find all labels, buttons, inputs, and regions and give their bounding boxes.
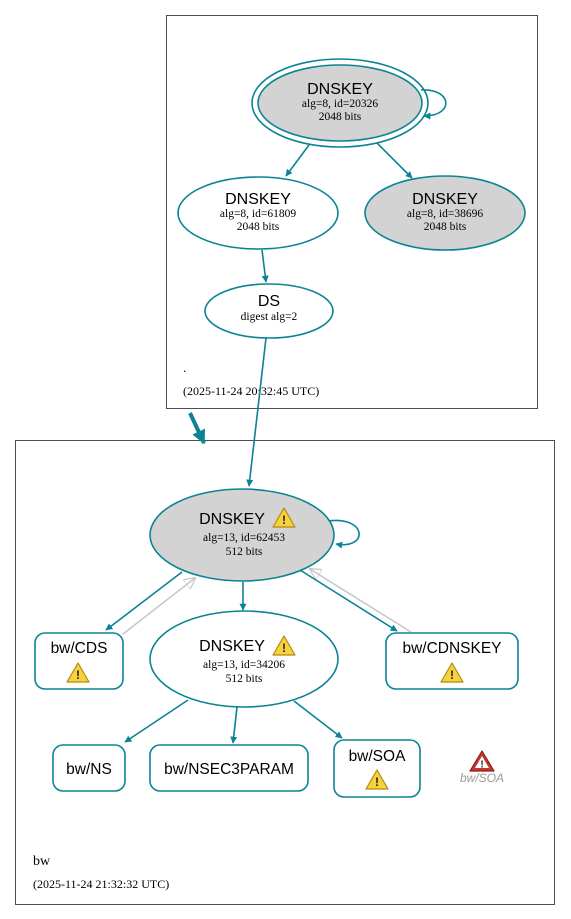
root-ksk-node-outer bbox=[251, 58, 429, 148]
bw-nsec3param-label: bw/NSEC3PARAM bbox=[164, 761, 294, 778]
bw-cds-node[interactable] bbox=[34, 632, 124, 690]
root-zone-name: . bbox=[183, 360, 186, 375]
root-zsk2-bits: 2048 bits bbox=[424, 221, 467, 233]
root-ksk-title: DNSKEY bbox=[307, 81, 373, 98]
root-ds-node[interactable] bbox=[204, 283, 334, 339]
root-zone-box bbox=[166, 15, 538, 409]
root-zsk1-title: DNSKEY bbox=[225, 191, 291, 208]
bw-zone-box bbox=[15, 440, 555, 905]
bw-cdnskey-node[interactable] bbox=[385, 632, 519, 690]
bw-ksk-title: DNSKEY bbox=[199, 511, 265, 528]
bw-soa-label: bw/SOA bbox=[349, 748, 407, 765]
bw-cds-label: bw/CDS bbox=[51, 640, 108, 657]
edge-bw-ksk-to-cdnskey bbox=[299, 569, 398, 632]
edge-bw-zsk-to-nsec3param bbox=[230, 706, 238, 744]
root-zsk2-id: alg=8, id=38696 bbox=[407, 208, 483, 220]
bw-ns-node[interactable] bbox=[52, 744, 126, 792]
bw-zsk-bits: 512 bits bbox=[226, 673, 263, 685]
edge-ds-to-bw-ksk bbox=[246, 337, 267, 487]
bw-ns-label: bw/NS bbox=[66, 761, 112, 778]
edge-bw-zsk-to-soa bbox=[293, 700, 343, 739]
bw-soa-node[interactable] bbox=[333, 739, 421, 798]
root-ds-digest: digest alg=2 bbox=[241, 311, 298, 323]
bw-ksk-bits: 512 bits bbox=[226, 546, 263, 558]
edge-root-ksk-to-zsk1 bbox=[285, 144, 310, 177]
edge-cds-to-bw-ksk bbox=[122, 578, 195, 635]
bw-ksk-self-loop bbox=[327, 519, 360, 549]
bw-ksk-id: alg=13, id=62453 bbox=[203, 532, 285, 544]
root-ksk-node[interactable] bbox=[257, 64, 423, 142]
bw-soa-error-label: bw/SOA bbox=[460, 771, 504, 785]
root-zsk1-node[interactable] bbox=[177, 176, 339, 250]
edge-root-ksk-to-zsk2 bbox=[376, 142, 413, 179]
root-ksk-id: alg=8, id=20326 bbox=[302, 98, 378, 110]
bw-ksk-node[interactable] bbox=[149, 488, 335, 582]
svg-text:!: ! bbox=[480, 760, 483, 771]
bw-cdnskey-label: bw/CDNSKEY bbox=[402, 640, 501, 657]
root-ksk-self-loop bbox=[420, 89, 447, 120]
edge-root-zsk1-to-ds bbox=[261, 249, 269, 283]
root-zsk1-bits: 2048 bits bbox=[237, 221, 280, 233]
bw-zone-timestamp: (2025-11-24 21:32:32 UTC) bbox=[33, 877, 169, 891]
bw-zsk-id: alg=13, id=34206 bbox=[203, 659, 285, 671]
root-zone-timestamp: (2025-11-24 20:32:45 UTC) bbox=[183, 384, 319, 398]
edge-bw-ksk-to-cds bbox=[105, 571, 183, 631]
bw-nsec3param-node[interactable] bbox=[149, 744, 309, 792]
edge-cdnskey-to-bw-ksk bbox=[310, 569, 412, 633]
bw-soa-error-icon: ! bbox=[469, 750, 495, 772]
bw-zone-name: bw bbox=[33, 854, 51, 869]
root-ds-title: DS bbox=[258, 293, 280, 310]
root-zsk2-node[interactable] bbox=[364, 175, 526, 251]
delegation-arrow bbox=[188, 412, 206, 445]
root-zsk1-id: alg=8, id=61809 bbox=[220, 208, 296, 220]
bw-zsk-node[interactable] bbox=[149, 610, 339, 708]
bw-zsk-title: DNSKEY bbox=[199, 638, 265, 655]
root-ksk-bits: 2048 bits bbox=[319, 111, 362, 123]
root-zsk2-title: DNSKEY bbox=[412, 191, 478, 208]
edge-bw-zsk-to-ns bbox=[124, 699, 189, 743]
